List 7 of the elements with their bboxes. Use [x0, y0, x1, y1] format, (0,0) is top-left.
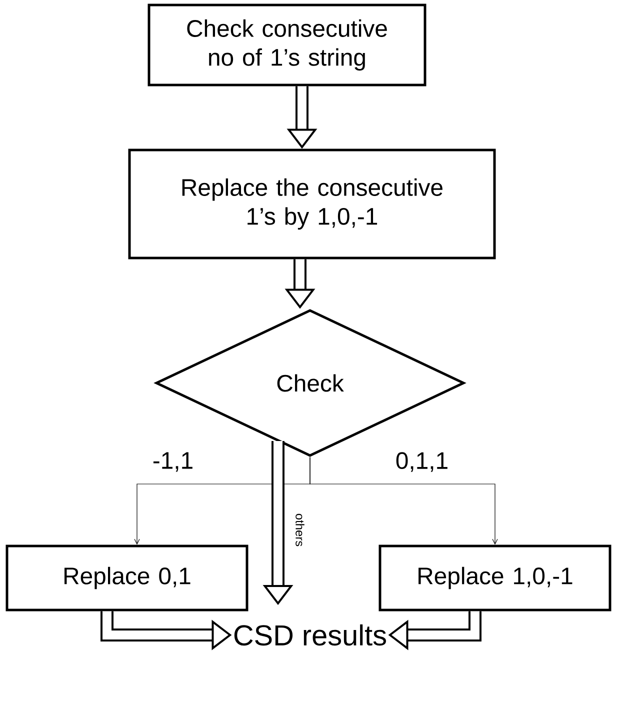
process-box: Replace 1,0,-1: [378, 544, 612, 612]
result-text: CSD results: [234, 624, 386, 646]
arrow: [310, 456, 498, 545]
process-box: Replace the consecutive 1’s by 1,0,-1: [128, 148, 496, 260]
process-box: Replace 0,1: [6, 544, 248, 612]
process-box: Check consecutive no of 1’s string: [148, 4, 426, 86]
edge-label: others: [294, 512, 306, 548]
